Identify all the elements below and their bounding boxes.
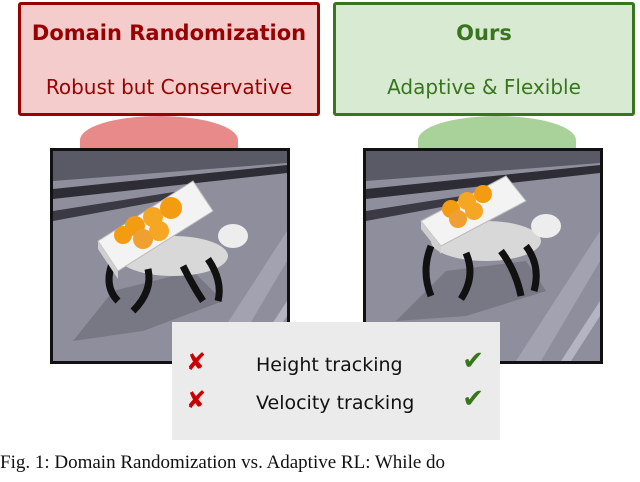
tracking-comparison-box: ✘ Height tracking ✔ ✘ Velocity tracking … <box>172 322 500 440</box>
cross-icon: ✘ <box>186 386 207 414</box>
tracking-label: Velocity tracking <box>256 392 415 414</box>
cross-icon: ✘ <box>186 348 207 376</box>
tracking-label: Height tracking <box>256 354 403 376</box>
figure-caption: Fig. 1: Domain Randomization vs. Adaptiv… <box>0 452 446 473</box>
panel-subtitle-right: Adaptive & Flexible <box>387 75 581 99</box>
panel-subtitle-left: Robust but Conservative <box>45 75 293 99</box>
panel-title-left: Domain Randomization <box>31 21 307 45</box>
domain-randomization-panel: Domain Randomization Robust but Conserva… <box>18 2 320 116</box>
check-icon: ✔ <box>462 346 484 376</box>
ours-panel: Ours Adaptive & Flexible <box>333 2 635 116</box>
check-icon: ✔ <box>462 384 484 414</box>
tracking-row-velocity: ✘ Velocity tracking ✔ <box>172 384 500 420</box>
tracking-row-height: ✘ Height tracking ✔ <box>172 346 500 382</box>
panel-title-right: Ours <box>456 21 512 45</box>
